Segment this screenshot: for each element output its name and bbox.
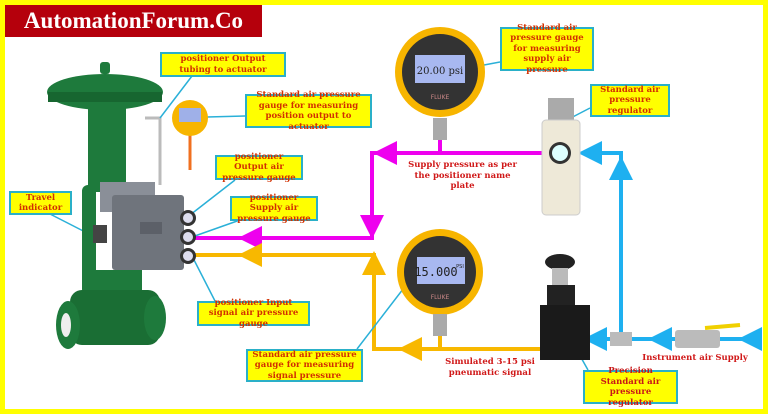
label-output-gauge: positioner Output air pressure gauge xyxy=(215,152,303,183)
label-position-gauge: Standard air pressure gauge for measurin… xyxy=(245,90,372,132)
signal-gauge-brand: FLUKE xyxy=(431,294,450,301)
tee-fitting xyxy=(610,332,632,346)
supply-air-line xyxy=(195,140,545,250)
label-precision-regulator: Precision Standard air pressure regulato… xyxy=(583,366,678,408)
instrument-air-line xyxy=(578,141,762,351)
label-std-regulator: Standard air pressure regulator xyxy=(590,84,670,117)
label-supply-gauge: positioner Supply air pressure gauge xyxy=(230,193,318,224)
supply-pressure-gauge xyxy=(395,27,485,140)
output-tubing xyxy=(145,116,162,185)
position-output-gauge xyxy=(172,100,208,136)
label-instrument-air: Instrument air Supply xyxy=(642,353,748,363)
label-simulated-signal: Simulated 3-15 psi pneumatic signal xyxy=(445,357,535,378)
label-travel-indicator: Travel indicator xyxy=(9,191,72,215)
label-signal-gauge: Standard air pressure gauge for measurin… xyxy=(246,349,363,382)
signal-air-line xyxy=(195,243,548,361)
signal-gauge-unit: PSI xyxy=(456,264,464,270)
supply-gauge-brand: FLUKE xyxy=(431,94,450,101)
label-supply-pressure: Supply pressure as per the positioner na… xyxy=(408,160,517,191)
precision-air-regulator xyxy=(540,254,590,360)
valve-positioner xyxy=(93,182,196,270)
label-output-tubing: positioner Output tubing to actuator xyxy=(160,52,286,77)
label-input-gauge: positioner Input signal air pressure gau… xyxy=(197,298,310,329)
site-logo-title: AutomationForum.Co xyxy=(5,5,262,37)
standard-air-regulator xyxy=(541,98,581,216)
control-valve xyxy=(47,62,166,349)
label-supply-std-gauge: Standard air pressure gauge for measurin… xyxy=(500,23,594,75)
supply-gauge-reading: 20.00 psi xyxy=(417,66,464,77)
signal-gauge-reading: 15.000 xyxy=(414,265,457,279)
signal-pressure-gauge xyxy=(397,229,483,336)
ball-valve xyxy=(675,323,741,348)
